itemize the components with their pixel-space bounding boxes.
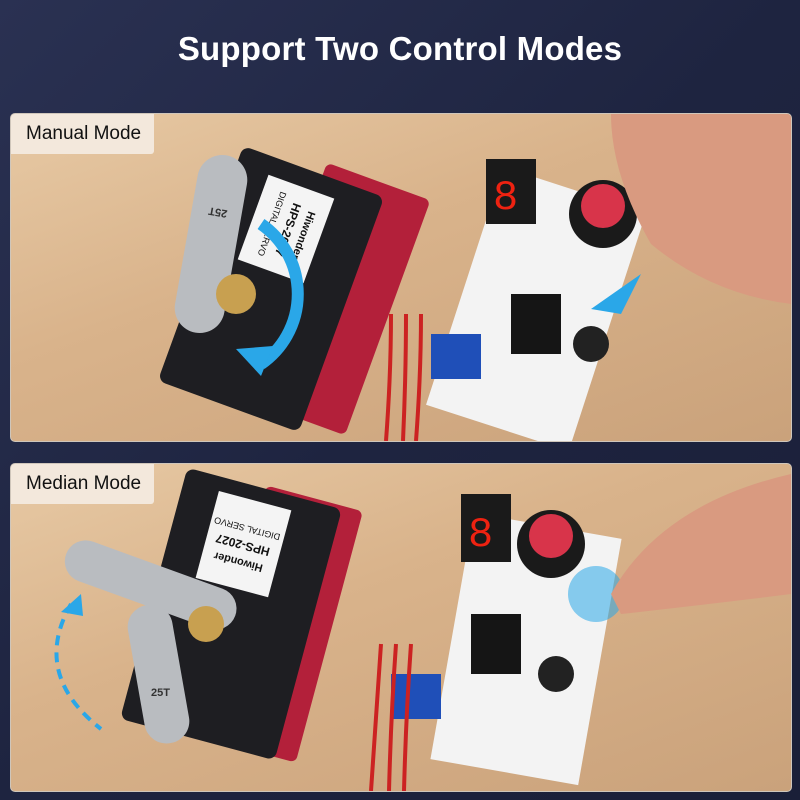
- rotation-arrow-icon: [257, 219, 304, 369]
- manual-mode-photo: Hiwonder HPS-2027 DIGITAL SERVO 25T 8: [160, 114, 791, 441]
- manual-mode-panel: Hiwonder HPS-2027 DIGITAL SERVO 25T 8: [10, 113, 792, 442]
- mode-label: Manual Mode: [11, 114, 155, 154]
- servo-horn: 25T: [64, 540, 237, 744]
- knob: [517, 510, 585, 578]
- median-mode-photo: Hiwonder HPS-2027 DIGITAL SERVO 25T 8: [54, 469, 791, 791]
- knob: [569, 180, 637, 248]
- arrow-head-icon: [61, 594, 83, 616]
- press-ripple-icon: [568, 566, 624, 622]
- horn-spline-text: 25T: [207, 204, 228, 219]
- median-mode-panel: Hiwonder HPS-2027 DIGITAL SERVO 25T 8: [10, 463, 792, 792]
- press-arrow-icon: [591, 274, 641, 314]
- finger: [611, 114, 791, 304]
- arrow-head-icon: [236, 346, 273, 376]
- rotation-arrow-icon: [54, 603, 103, 731]
- mode-label: Median Mode: [11, 464, 155, 504]
- svg-text:8: 8: [493, 174, 518, 222]
- horn-spline-text: 25T: [151, 687, 170, 699]
- page-title: Support Two Control Modes: [177, 30, 623, 67]
- servo-horn: 25T: [174, 154, 256, 334]
- controller-board: 8: [391, 494, 622, 786]
- svg-text:8: 8: [468, 511, 493, 559]
- finger: [611, 474, 791, 614]
